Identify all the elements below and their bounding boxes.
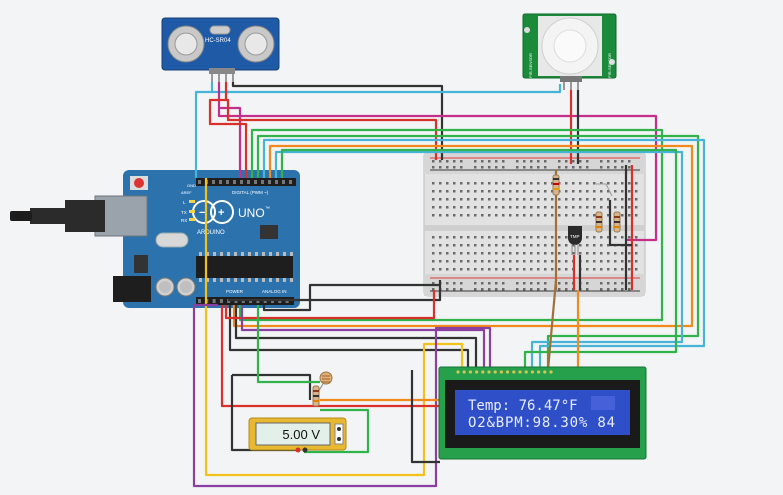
wire-black-lcd[interactable] <box>228 305 470 370</box>
photoresistor-icon <box>319 371 333 385</box>
wire-yellow[interactable] <box>204 178 464 477</box>
wire-red-bb[interactable] <box>224 290 436 320</box>
tmp-sensor[interactable] <box>568 226 582 245</box>
wire-cyan-2[interactable] <box>262 138 706 370</box>
tmp-label: TMP <box>570 234 580 239</box>
gnd-label: GND <box>187 183 196 188</box>
usb-cable <box>10 211 32 221</box>
led-rx-label: RX <box>181 218 187 223</box>
wire-ultrasonic-gnd[interactable] <box>231 82 444 160</box>
lcd-line-2: O2&BPM:98.30% 84 <box>468 415 615 431</box>
wire-green-meter[interactable] <box>304 408 370 454</box>
svg-text:−: − <box>199 207 205 219</box>
wires[interactable] <box>192 82 706 488</box>
wire-orange-1[interactable] <box>232 144 694 328</box>
wire-green-3[interactable] <box>280 148 678 370</box>
wire-ultrasonic-vcc[interactable] <box>226 98 438 160</box>
crystal <box>155 232 189 248</box>
lcd-display[interactable]: Temp: 76.47°F O2&BPM:98.30% 84 <box>438 366 647 460</box>
multimeter[interactable]: 5.00 V <box>248 417 347 453</box>
reset-button[interactable] <box>134 178 144 188</box>
breadboard-power-rail-top <box>424 152 645 174</box>
arduino-tm: ™ <box>265 206 270 212</box>
aref-label: AREF <box>181 190 192 195</box>
breadboard-components[interactable]: TMP <box>552 174 621 255</box>
arduino-uno[interactable]: − + ARDUINO UNO ™ DIGITAL (PWM ~) POWER … <box>10 170 300 308</box>
arduino-brand: ARDUINO <box>197 230 225 236</box>
svg-text:+: + <box>218 207 224 219</box>
pir-sensor[interactable]: PIR-SENSOR PIR-SENSOR <box>522 13 617 90</box>
digital-label: DIGITAL (PWM ~) <box>232 190 269 195</box>
wire-black-bb[interactable] <box>228 280 442 302</box>
multimeter-probe-red <box>295 447 301 453</box>
arduino-model: UNO <box>238 206 265 220</box>
led-l-label: L <box>183 200 186 205</box>
breadboard-power-rail-bottom <box>424 274 645 296</box>
pir-left-text: PIR-SENSOR <box>528 53 533 78</box>
breadboard[interactable] <box>423 151 646 297</box>
multimeter-probe-black <box>302 447 308 453</box>
wire-echo[interactable] <box>208 82 248 178</box>
usb-cable-plug <box>65 200 105 232</box>
multimeter-screen <box>255 422 331 446</box>
multimeter-reading: 5.00 V <box>282 427 320 442</box>
power-label: POWER <box>226 289 244 294</box>
wire-cyan-pir[interactable] <box>210 82 562 94</box>
breadboard-center-channel <box>424 225 645 231</box>
led-tx-label: TX <box>181 210 187 215</box>
lcd-line-1: Temp: 76.47°F <box>468 398 578 414</box>
wire-cyan-3[interactable] <box>274 150 684 370</box>
wire-purple[interactable] <box>192 303 492 488</box>
digital-header <box>196 178 296 186</box>
atmega-chip <box>196 256 293 278</box>
wire-magenta-bb[interactable] <box>217 108 658 242</box>
pir-right-text: PIR-SENSOR <box>607 53 612 78</box>
wire-trig[interactable] <box>217 82 242 178</box>
ultrasonic-model: HC-SR04 <box>205 38 231 44</box>
photoresistor[interactable] <box>312 371 333 407</box>
led-leads <box>596 183 613 197</box>
analog-label: ANALOG IN <box>262 289 287 294</box>
wire-red-meter[interactable] <box>220 305 440 408</box>
ultrasonic-sensor[interactable]: HC-SR04 <box>161 17 280 82</box>
power-jack <box>113 276 151 302</box>
